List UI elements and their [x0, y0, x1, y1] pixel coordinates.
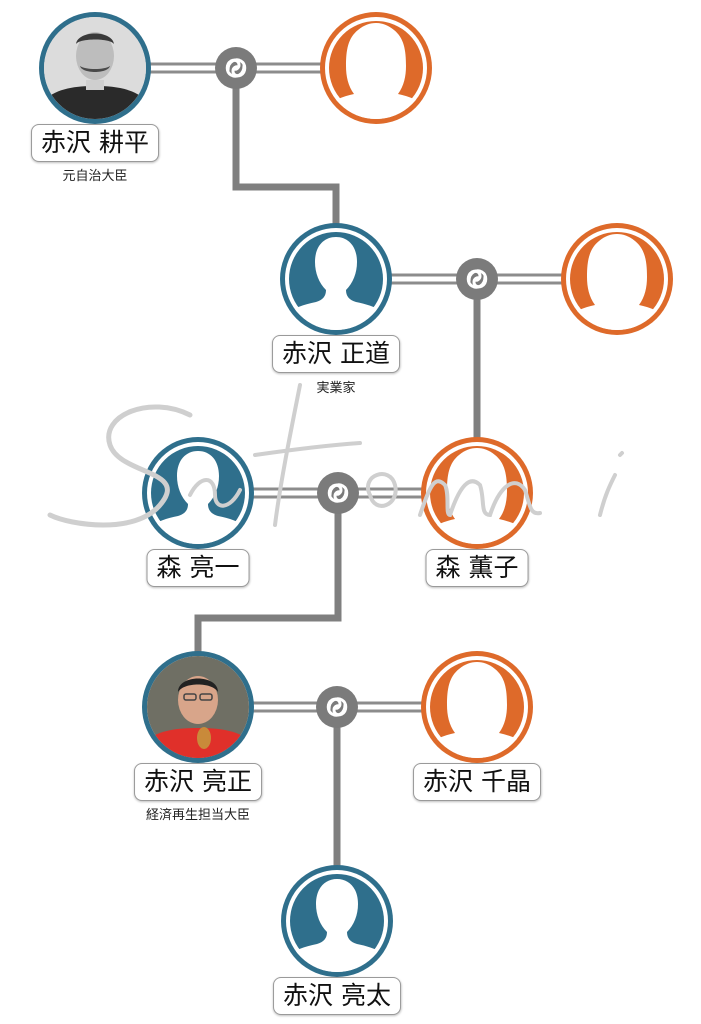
avatar-masamichi-wife: [561, 223, 673, 335]
avatar-kaoruko: [421, 437, 533, 549]
avatar-ryosei: [142, 651, 254, 763]
portrait-photo: [44, 17, 146, 119]
avatar-kohei-wife: [320, 12, 432, 124]
name-label-ryota: 赤沢 亮太: [273, 977, 401, 1015]
marriage-knot-icon: [315, 470, 361, 516]
name-label-kaoruko: 森 薫子: [425, 549, 529, 587]
role-label-masamichi: 実業家: [316, 381, 356, 396]
role-label-kohei: 元自治大臣: [62, 169, 128, 184]
avatar-ryoichi: [142, 437, 254, 549]
portrait-photo: [147, 656, 249, 758]
role-label-ryosei: 経済再生担当大臣: [145, 808, 251, 823]
marriage-knot-icon: [213, 45, 259, 91]
name-label-ryosei: 赤沢 亮正: [134, 763, 262, 801]
name-label-ryoichi: 森 亮一: [146, 549, 250, 587]
avatar-ryota: [281, 865, 393, 977]
avatar-kohei: [39, 12, 151, 124]
marriage-knot-icon: [454, 256, 500, 302]
name-label-chiaki: 赤沢 千晶: [413, 763, 541, 801]
name-label-masamichi: 赤沢 正道: [272, 335, 400, 373]
marriage-knot-icon: [314, 684, 360, 730]
avatar-masamichi: [280, 223, 392, 335]
avatar-chiaki: [421, 651, 533, 763]
name-label-kohei: 赤沢 耕平: [31, 124, 159, 162]
